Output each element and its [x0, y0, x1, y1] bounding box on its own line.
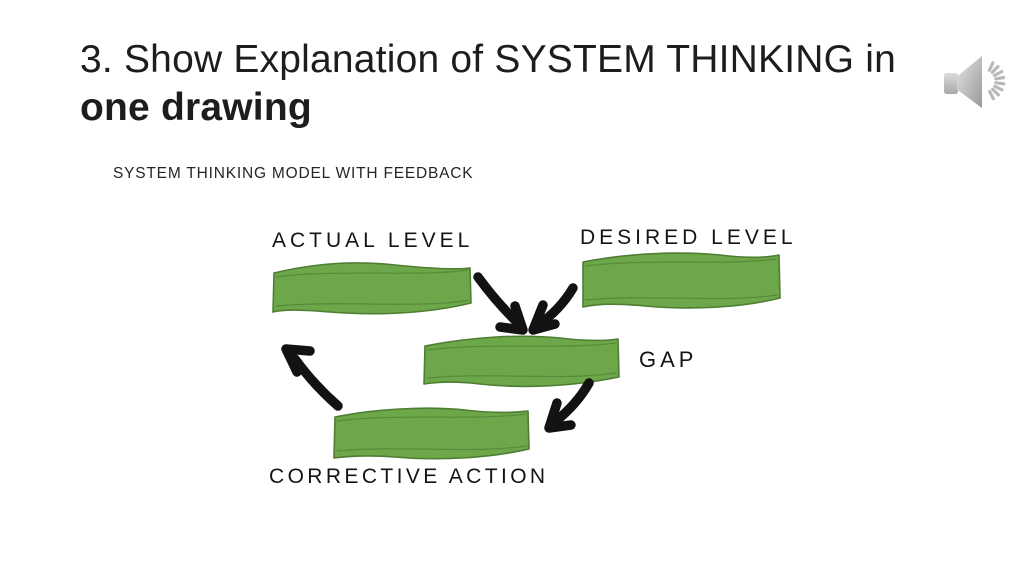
sound-waves-icon	[987, 61, 1006, 101]
corrective-action-bar	[333, 407, 530, 460]
desired-level-bar	[582, 252, 781, 309]
slide-title-line2: one drawing	[80, 86, 312, 129]
slide-title-line1: 3. Show Explanation of SYSTEM THINKING i…	[80, 38, 896, 81]
arrow-gap-to-corrective	[544, 378, 594, 433]
actual-level-label: ACTUAL LEVEL	[272, 229, 474, 252]
audio-speaker-icon[interactable]	[944, 56, 1006, 108]
diagram-heading: SYSTEM THINKING MODEL WITH FEEDBACK	[113, 165, 474, 182]
desired-level-label: DESIRED LEVEL	[580, 226, 797, 249]
arrow-desired-to-gap	[528, 283, 578, 335]
slide-title: 3. Show Explanation of SYSTEM THINKING i…	[80, 36, 960, 132]
actual-level-bar	[272, 262, 472, 315]
arrow-actual-to-gap	[473, 272, 528, 335]
arrow-corrective-to-actual-feedback	[281, 344, 343, 411]
gap-bar	[423, 335, 620, 388]
corrective-action-label: CORRECTIVE ACTION	[269, 465, 549, 488]
gap-label: GAP	[639, 347, 698, 372]
